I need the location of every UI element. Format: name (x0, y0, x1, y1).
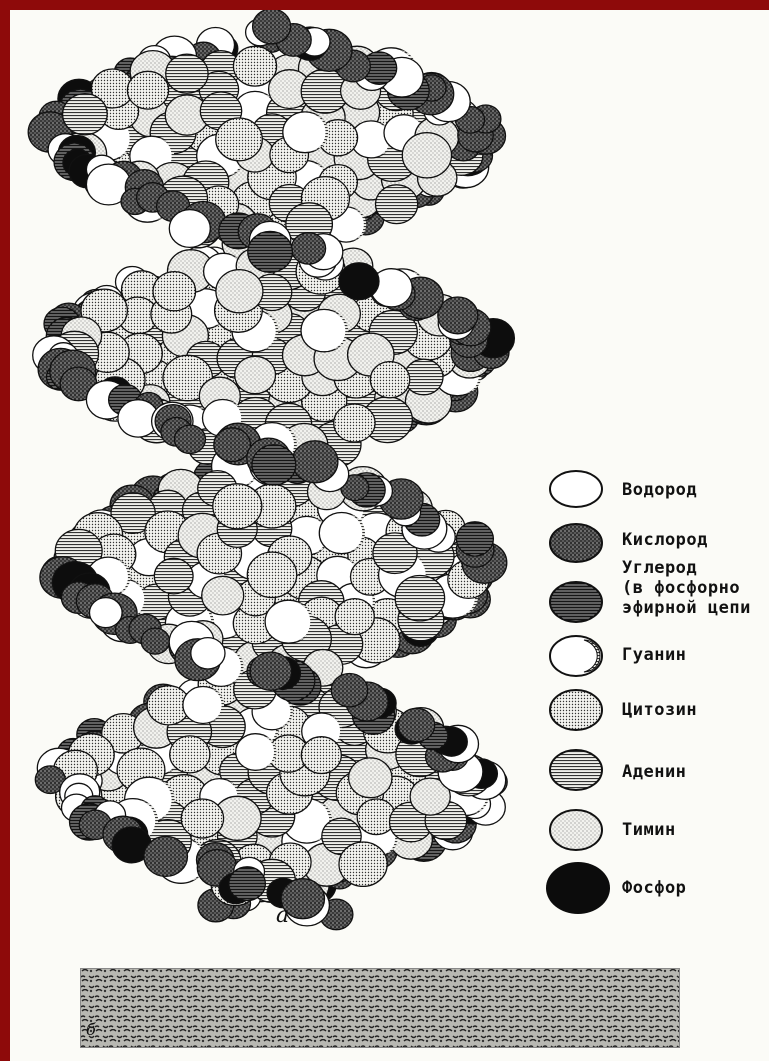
figure-paper: Водород Кислород Углерод (в фосфорно эфи… (10, 10, 769, 1061)
legend-item-phosphorus: Фосфор (542, 878, 769, 924)
legend-label-carbon: Углерод (в фосфорно эфирной цепи (622, 558, 751, 618)
dna-atom-spheres (28, 10, 514, 930)
backbone-atom (141, 628, 169, 654)
legend-item-guanine: Гуанин (542, 645, 769, 691)
backbone-atom (456, 522, 493, 556)
backbone-atom (398, 708, 434, 741)
base-atom (301, 737, 341, 774)
base-atom (235, 356, 276, 393)
backbone-atom (229, 867, 266, 901)
base-atom (170, 736, 210, 773)
backbone-atom (291, 233, 325, 264)
base-atom (247, 552, 296, 597)
legend-label-adenine: Аденин (622, 762, 686, 782)
base-atom (233, 46, 276, 86)
backbone-atom (214, 428, 251, 462)
base-atom (376, 185, 418, 224)
figure-caption-b: б (86, 1020, 96, 1039)
legend-label-guanine: Гуанин (622, 645, 686, 665)
legend-item-hydrogen: Водород (542, 480, 769, 526)
backbone-atom (339, 263, 379, 300)
base-atom (166, 54, 208, 93)
backbone-atom (331, 674, 367, 707)
figure-caption-a: а (276, 903, 289, 928)
base-atom (339, 842, 387, 886)
legend-item-adenine: Аденин (542, 762, 769, 808)
backbone-atom (253, 10, 291, 44)
legend-label-thymine: Тимин (622, 820, 676, 840)
legend-item-cytosine: Цитозин (542, 700, 769, 746)
legend-label-hydrogen: Водород (622, 480, 697, 500)
legend-label-cytosine: Цитозин (622, 700, 697, 720)
backbone-atom (248, 231, 293, 272)
base-atom (216, 118, 263, 161)
base-atom (334, 404, 375, 442)
base-atom (335, 599, 374, 635)
base-atom (349, 758, 392, 798)
base-atom (153, 272, 196, 311)
base-atom (404, 359, 443, 395)
base-atom (370, 362, 409, 398)
backbone-atom (191, 638, 225, 669)
legend-item-thymine: Тимин (542, 820, 769, 866)
backbone-atom (169, 210, 210, 248)
base-atom (63, 94, 108, 135)
backbone-atom (144, 836, 188, 876)
base-atom (395, 576, 444, 621)
base-atom (213, 484, 262, 529)
base-atom (154, 558, 193, 594)
base-atom (216, 270, 263, 313)
base-atom (202, 576, 244, 615)
backbone-atom (250, 652, 292, 690)
backbone-atom (252, 445, 296, 485)
legend-label-phosphorus: Фосфор (622, 878, 686, 898)
legend-label-oxygen: Кислород (622, 530, 708, 550)
base-atom (402, 133, 451, 178)
backbone-atom (175, 425, 206, 453)
backbone-atom (438, 297, 478, 334)
base-atom (127, 71, 168, 109)
electron-micrograph-strip (80, 968, 680, 1048)
legend-item-carbon: Углерод (в фосфорно эфирной цепи (542, 558, 769, 628)
base-atom (181, 799, 223, 838)
backbone-atom (292, 441, 338, 483)
